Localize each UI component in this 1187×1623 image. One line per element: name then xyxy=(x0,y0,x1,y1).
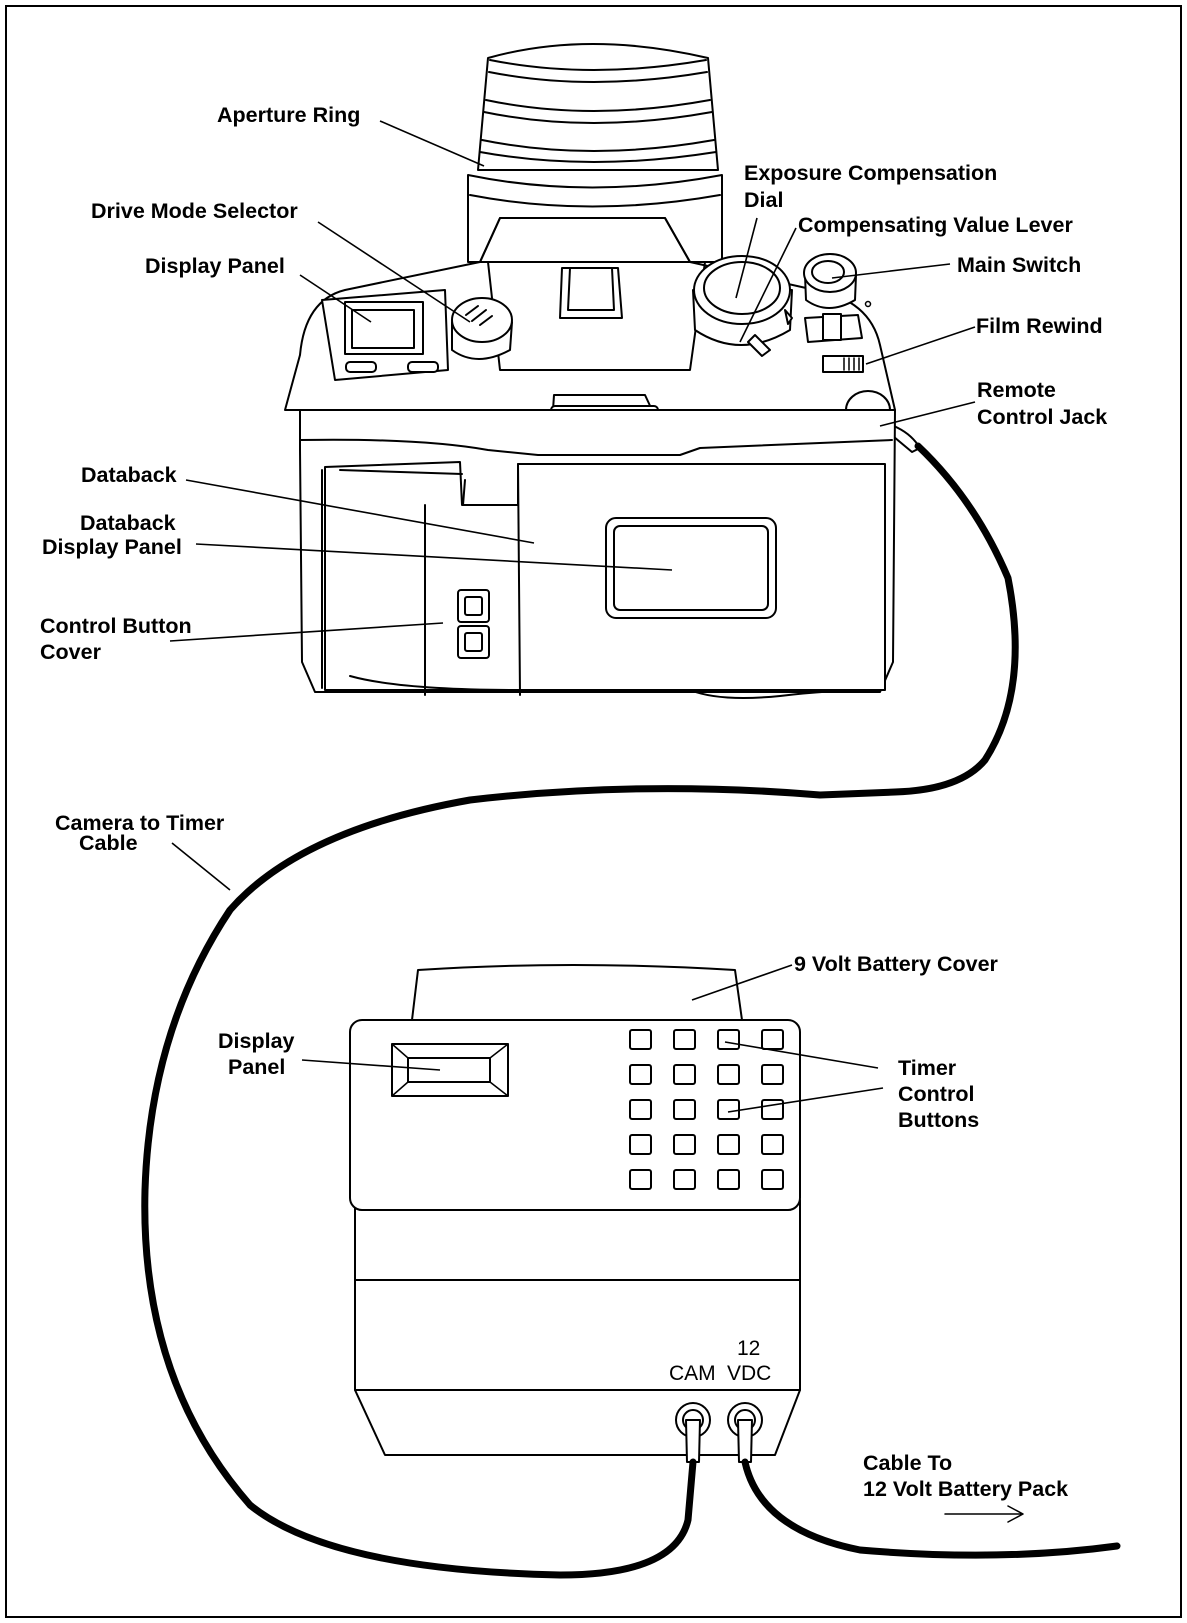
battery-cable-arrow xyxy=(944,1505,1024,1523)
label-exposure-compensation: Exposure Compensation xyxy=(744,161,997,185)
label-timer: Timer xyxy=(898,1056,957,1080)
timer-control-button xyxy=(629,1029,652,1050)
timer-control-button xyxy=(717,1134,740,1155)
battery-pack-cable xyxy=(741,1458,1121,1559)
timer-control-button xyxy=(717,1169,740,1190)
databack-display-panel xyxy=(605,517,777,619)
camera-drawing xyxy=(284,43,921,699)
timer-control-button xyxy=(629,1099,652,1120)
label-12-volt-battery-pack: 12 Volt Battery Pack xyxy=(863,1477,1068,1501)
timer-control-button xyxy=(629,1169,652,1190)
leader-lines xyxy=(169,120,976,1113)
vdc-port xyxy=(727,1402,763,1463)
labels: Aperture Ring Drive Mode Selector Displa… xyxy=(40,103,1107,1501)
label-control-button: Control Button xyxy=(40,614,192,638)
timer-display-panel xyxy=(391,1043,509,1097)
page-border xyxy=(5,5,1182,1618)
timer-control-button xyxy=(717,1064,740,1085)
timer-control-button xyxy=(761,1134,784,1155)
timer-control-button xyxy=(629,1064,652,1085)
label-aperture-ring: Aperture Ring xyxy=(217,103,360,127)
timer-control-button xyxy=(673,1134,696,1155)
timer-keypad xyxy=(629,1029,784,1190)
label-cable: Cable xyxy=(79,831,138,855)
label-timer-display: Display xyxy=(218,1029,295,1053)
label-control-jack: Control Jack xyxy=(977,405,1107,429)
label-buttons: Buttons xyxy=(898,1108,979,1132)
label-cable-to: Cable To xyxy=(863,1451,952,1475)
label-port-cam: CAM xyxy=(669,1362,716,1385)
label-exposure-compensation-dial: Dial xyxy=(744,188,783,212)
label-camera-to-timer: Camera to Timer xyxy=(55,811,225,835)
label-databack-display-2: Display Panel xyxy=(42,535,182,559)
label-control: Control xyxy=(898,1082,974,1106)
camera-display-panel xyxy=(321,289,449,381)
label-port-vdc: VDC xyxy=(727,1362,771,1385)
control-button-cover xyxy=(457,589,490,659)
timer-control-button xyxy=(629,1134,652,1155)
label-compensating-value-lever: Compensating Value Lever xyxy=(798,213,1073,237)
drive-mode-dial xyxy=(451,297,513,360)
timer-control-button xyxy=(673,1169,696,1190)
timer-unit xyxy=(349,964,801,1463)
label-drive-mode-selector: Drive Mode Selector xyxy=(91,199,298,223)
timer-control-button xyxy=(761,1169,784,1190)
label-control-button-cover: Cover xyxy=(40,640,102,664)
label-battery-cover: 9 Volt Battery Cover xyxy=(794,952,999,976)
label-display-panel-camera: Display Panel xyxy=(145,254,285,278)
timer-control-button xyxy=(761,1064,784,1085)
timer-control-button xyxy=(673,1029,696,1050)
timer-control-button xyxy=(717,1029,740,1050)
label-film-rewind: Film Rewind xyxy=(976,314,1103,338)
film-rewind-switch xyxy=(804,300,872,373)
label-databack: Databack xyxy=(81,463,177,487)
label-databack-display-1: Databack xyxy=(80,511,176,535)
timer-control-button xyxy=(717,1099,740,1120)
timer-control-button xyxy=(673,1064,696,1085)
label-timer-panel: Panel xyxy=(228,1055,285,1079)
timer-control-button xyxy=(761,1029,784,1050)
exposure-compensation-dial xyxy=(692,255,793,357)
camera-to-timer-cable xyxy=(141,442,1019,1579)
main-switch-knob xyxy=(803,253,857,309)
label-main-switch: Main Switch xyxy=(957,253,1081,277)
timer-control-button xyxy=(673,1099,696,1120)
label-port-12: 12 xyxy=(737,1337,760,1360)
timer-control-button xyxy=(761,1099,784,1120)
label-remote: Remote xyxy=(977,378,1056,402)
battery-cover xyxy=(411,964,743,1021)
cam-port xyxy=(675,1402,711,1463)
